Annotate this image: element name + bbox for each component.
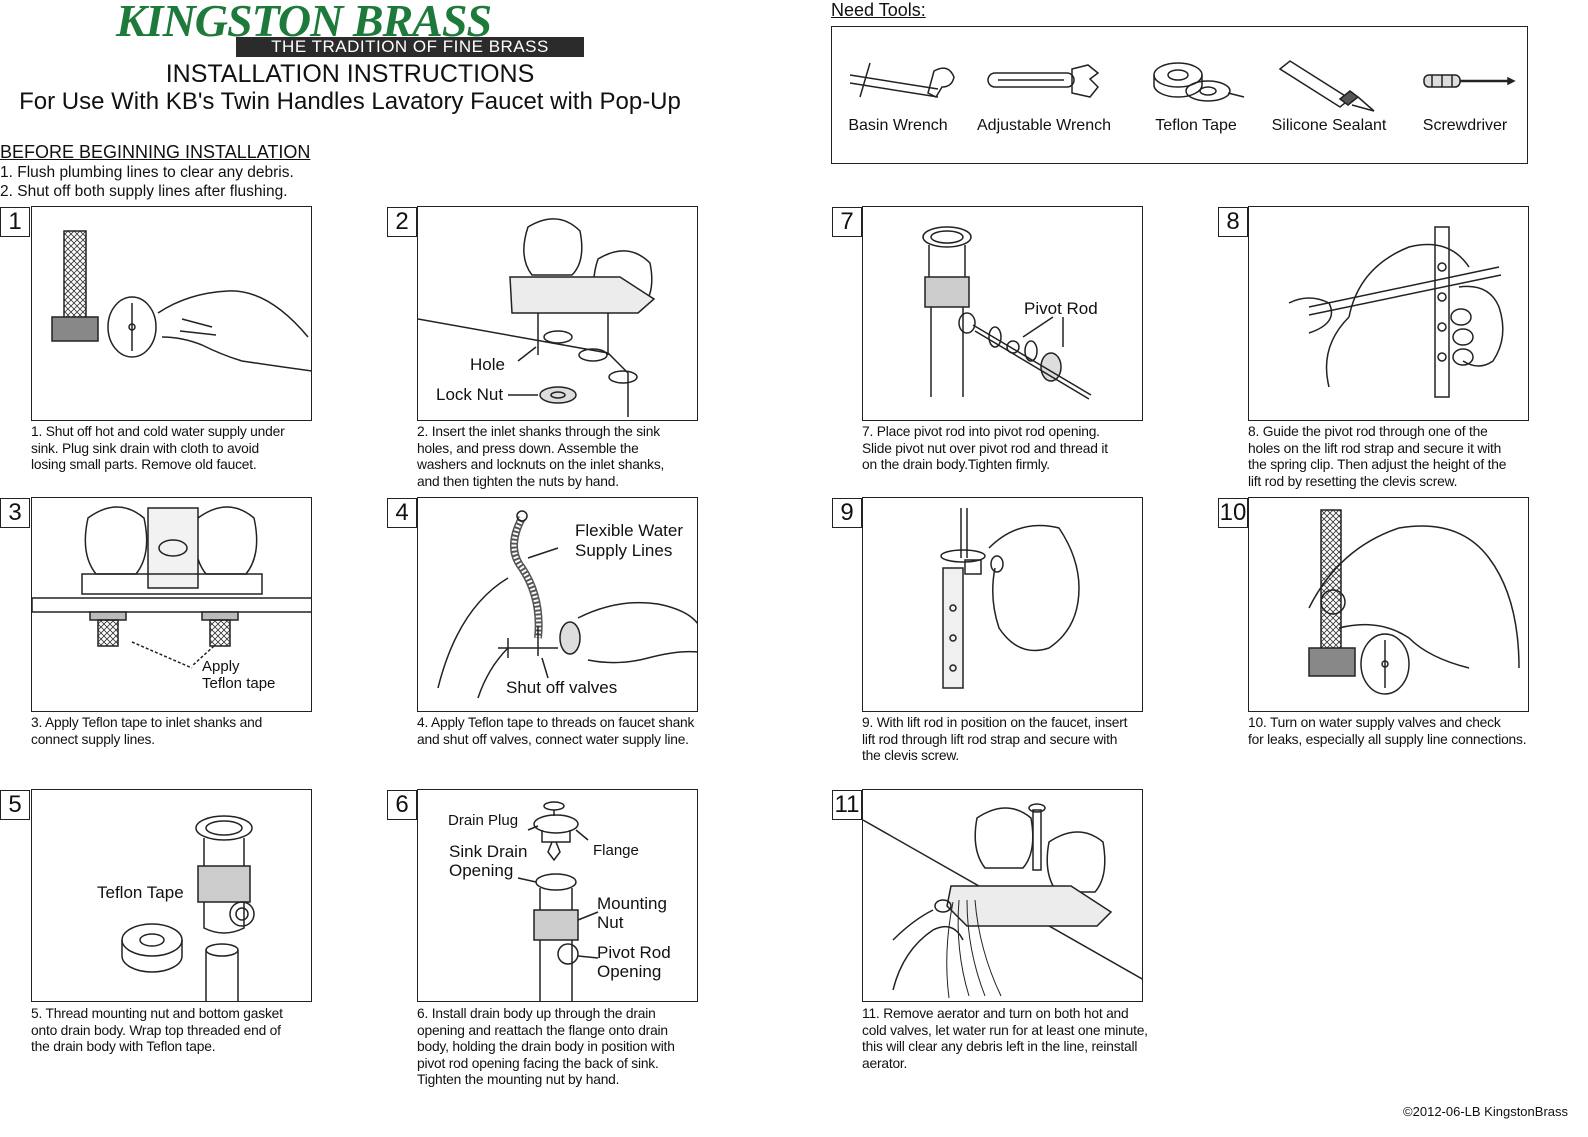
step-4-label-flexible-water: Flexible Water [575, 521, 684, 540]
teflon-tape-icon [1153, 62, 1245, 102]
copyright: ©2012-06-LB KingstonBrass [1403, 1104, 1568, 1119]
step-11-number: 11 [832, 790, 862, 820]
brand-tagline: THE TRADITION OF FINE BRASS [236, 37, 584, 57]
step-4-number: 4 [387, 498, 417, 528]
step-1-illustration [31, 206, 312, 421]
step-3-number: 3 [0, 498, 30, 528]
step-11-drawing [863, 803, 1142, 999]
step-3-drawing [32, 506, 311, 669]
step-2-number: 2 [387, 207, 417, 237]
step-6-label-sink-drain: Sink Drain [449, 842, 528, 861]
step-6-label-pivot-rod: Pivot Rod [597, 943, 671, 962]
basin-wrench-icon [849, 62, 955, 98]
step-8-illustration [1248, 206, 1529, 421]
step-6-label-flange: Flange [593, 842, 639, 859]
step-6-caption: 6. Install drain body up through the dra… [417, 1006, 675, 1088]
step-9-caption: 9. With lift rod in position on the fauc… [862, 715, 1128, 764]
step-4-label-supply-lines: Supply Lines [575, 541, 673, 560]
step-4-label-shut-off-valves: Shut off valves [506, 678, 618, 697]
step-7-label-pivot-rod: Pivot Rod [1024, 299, 1098, 318]
step-2-label-hole: Hole [470, 355, 505, 374]
step-2-illustration: Hole Lock Nut [417, 206, 698, 421]
tool-label-silicone-sealant: Silicone Sealant [1271, 117, 1387, 134]
step-8-drawing [1288, 226, 1504, 398]
step-5-caption: 5. Thread mounting nut and bottom gasket… [31, 1006, 283, 1055]
step-10-caption: 10. Turn on water supply valves and chec… [1248, 715, 1527, 747]
step-9-number: 9 [832, 498, 862, 528]
step-1-drawing [51, 230, 311, 372]
step-6-drawing [517, 801, 599, 1001]
step-9-illustration [862, 497, 1143, 712]
step-9-drawing [940, 508, 1080, 689]
tools-box: Basin Wrench Adjustable Wrench Teflon Ta… [831, 26, 1528, 164]
step-2-caption: 2. Insert the inlet shanks through the s… [417, 424, 665, 489]
step-6-label-drain-plug: Drain Plug [448, 812, 519, 829]
screwdriver-icon [1423, 74, 1516, 88]
step-6-label-mounting: Mounting [597, 894, 667, 913]
step-10-illustration [1248, 497, 1529, 712]
step-7-drawing [922, 226, 1092, 400]
step-3-label-teflon-tape: Teflon tape [202, 675, 276, 692]
step-4-drawing [437, 510, 697, 699]
step-2-label-lock-nut: Lock Nut [436, 385, 504, 404]
step-7-illustration: Pivot Rod [862, 206, 1143, 421]
step-10-drawing [1308, 509, 1520, 695]
tool-label-basin-wrench: Basin Wrench [848, 117, 948, 134]
step-10-number: 10 [1218, 498, 1248, 528]
step-3-label-apply: Apply [202, 658, 240, 675]
page-subtitle: For Use With KB's Twin Handles Lavatory … [19, 88, 681, 115]
step-5-number: 5 [0, 790, 30, 820]
before-heading: BEFORE BEGINNING INSTALLATION [0, 142, 311, 162]
step-3-illustration: Apply Teflon tape [31, 497, 312, 712]
step-6-label-mounting-nut: Nut [597, 913, 624, 932]
step-8-caption: 8. Guide the pivot rod through one of th… [1248, 424, 1507, 489]
step-6-illustration: Drain Plug Flange Sink Drain Opening Mou… [417, 789, 698, 1002]
step-8-number: 8 [1218, 207, 1248, 237]
before-line-1: 1. Flush plumbing lines to clear any deb… [0, 164, 294, 181]
step-6-label-pivot-rod-opening: Opening [597, 962, 662, 981]
step-11-illustration [862, 789, 1143, 1002]
step-4-caption: 4. Apply Teflon tape to threads on fauce… [417, 715, 695, 747]
silicone-sealant-icon [1278, 60, 1375, 112]
step-1-caption: 1. Shut off hot and cold water supply un… [31, 424, 285, 473]
before-line-2: 2. Shut off both supply lines after flus… [0, 183, 288, 200]
tool-label-screwdriver: Screwdriver [1422, 117, 1508, 134]
page-title: INSTALLATION INSTRUCTIONS [165, 60, 535, 88]
step-7-caption: 7. Place pivot rod into pivot rod openin… [862, 424, 1108, 473]
tool-label-teflon-tape: Teflon Tape [1155, 117, 1237, 134]
tool-label-adjustable-wrench: Adjustable Wrench [977, 117, 1111, 134]
adjustable-wrench-icon [987, 64, 1100, 98]
step-7-number: 7 [832, 207, 862, 237]
step-2-drawing [418, 218, 656, 417]
step-5-label-teflon-tape: Teflon Tape [97, 883, 184, 902]
step-5-illustration: Teflon Tape [31, 789, 312, 1002]
step-6-label-sink-drain-opening: Opening [449, 861, 514, 880]
tools-heading: Need Tools: [831, 0, 926, 20]
step-4-illustration: Flexible Water Supply Lines Shut off val… [417, 497, 698, 712]
step-1-number: 1 [0, 207, 30, 237]
step-6-number: 6 [387, 790, 417, 820]
step-5-drawing [121, 815, 255, 1001]
step-11-caption: 11. Remove aerator and turn on both hot … [862, 1006, 1148, 1071]
step-3-caption: 3. Apply Teflon tape to inlet shanks and… [31, 715, 263, 747]
